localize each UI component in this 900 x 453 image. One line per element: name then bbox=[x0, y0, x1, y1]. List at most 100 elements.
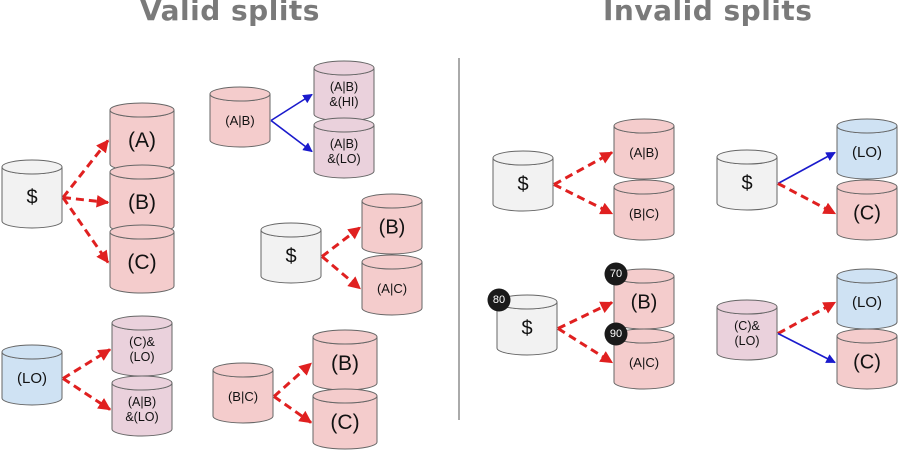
cylinder-v4_root: (LO) bbox=[1, 344, 63, 406]
cylinder-v2_root: (A|B) bbox=[209, 86, 271, 148]
cylinder-top bbox=[209, 86, 271, 102]
cylinder-label: $ bbox=[517, 174, 528, 196]
cylinder-label: &(LO) bbox=[125, 410, 158, 424]
edge-v3_root-to-v3_ac bbox=[321, 255, 361, 290]
cost-badge-circle bbox=[604, 262, 628, 286]
cylinder-label: (C)& bbox=[129, 335, 155, 349]
cylinder-label: (LO) bbox=[130, 350, 155, 364]
cylinder-label: (C)& bbox=[734, 319, 760, 333]
cylinder-top bbox=[109, 102, 175, 118]
cylinder-label: (B) bbox=[379, 217, 406, 239]
cylinder-top bbox=[212, 362, 274, 378]
cylinder-top bbox=[361, 254, 423, 270]
cost-badge: 80 bbox=[487, 288, 511, 312]
cylinder-i3_ac: (A|C)90 bbox=[604, 322, 675, 390]
edge-i3_root-to-i3_b bbox=[557, 301, 614, 330]
cylinder-v3_b: (B) bbox=[361, 193, 423, 255]
edge-i4_root-to-i4_lo bbox=[777, 301, 837, 335]
cylinder-v4_clo: (C)&(LO) bbox=[111, 315, 173, 377]
cylinder-label: (C) bbox=[330, 411, 359, 434]
cylinder-i4_lo: (LO) bbox=[836, 268, 898, 330]
cylinder-v5_root: (B|C) bbox=[212, 362, 274, 424]
cylinder-v2_hi: (A|B)&(HI) bbox=[313, 60, 375, 122]
cylinder-i3_b: (B) 70 bbox=[604, 262, 675, 330]
cylinder-label: (A|B) bbox=[629, 145, 658, 160]
cylinder-label: (C) bbox=[127, 251, 156, 274]
edge-i2_root-to-i2_lo bbox=[777, 151, 836, 185]
nodes-layer: $(A)(B)(C)(A|B)(A|B)&(HI)(A|B)&(LO)$(B)(… bbox=[1, 60, 898, 450]
cylinder-label: (B|C) bbox=[629, 206, 659, 221]
cylinder-top bbox=[109, 164, 175, 180]
cost-badge: 70 bbox=[604, 262, 628, 286]
cylinder-v3_ac: (A|C) bbox=[361, 254, 423, 316]
cylinder-v1_b: (B) bbox=[109, 164, 175, 234]
cylinder-top bbox=[716, 149, 778, 165]
cylinder-top bbox=[836, 328, 898, 344]
cylinder-v5_b: (B) bbox=[312, 329, 378, 391]
cylinder-label: (A|B) bbox=[225, 113, 254, 128]
cylinder-label: (A|C) bbox=[377, 281, 407, 296]
cylinder-i1_ab: (A|B) bbox=[613, 118, 675, 180]
edge-v1_root-to-v1_b bbox=[62, 194, 110, 208]
cylinder-i2_lo: (LO) bbox=[836, 118, 898, 180]
edge-i1_root-to-i1_ab bbox=[553, 151, 614, 186]
cylinder-v1_a: (A) bbox=[109, 102, 175, 172]
edges-layer bbox=[61, 93, 837, 424]
cost-badge-label: 80 bbox=[493, 294, 505, 306]
cylinder-v4_ablo: (A|B)&(LO) bbox=[111, 375, 173, 437]
edge-v2_root-to-v2_lo bbox=[270, 119, 313, 153]
cylinder-label: $ bbox=[521, 318, 532, 340]
cylinder-top bbox=[313, 117, 375, 133]
cylinder-i2_c: (C) bbox=[836, 179, 898, 241]
cylinder-label: $ bbox=[741, 173, 752, 195]
edge-v3_root-to-v3_b bbox=[321, 226, 362, 258]
cylinder-label: (A) bbox=[128, 129, 156, 152]
edge-i1_root-to-i1_bc bbox=[553, 183, 614, 215]
cost-badge-label: 70 bbox=[610, 268, 622, 280]
edge-i3_root-to-i3_ac bbox=[557, 327, 614, 364]
cylinder-top bbox=[613, 118, 675, 134]
cylinder-top bbox=[109, 224, 175, 240]
cylinder-top bbox=[313, 60, 375, 76]
cylinder-label: (B) bbox=[631, 292, 658, 314]
cylinder-label: $ bbox=[285, 246, 296, 268]
cylinder-label: (LO) bbox=[852, 144, 882, 161]
cylinder-top bbox=[613, 179, 675, 195]
edge-i4_root-to-i4_c bbox=[777, 332, 836, 364]
cylinder-top bbox=[716, 299, 778, 315]
cylinder-i1_root: $ bbox=[492, 150, 554, 212]
edge-v4_root-to-v4_ablo bbox=[62, 377, 112, 411]
cylinder-top bbox=[836, 179, 898, 195]
cylinder-i1_bc: (B|C) bbox=[613, 179, 675, 241]
cylinder-v1_root: $ bbox=[1, 159, 63, 229]
cylinder-label: (A|B) bbox=[330, 137, 358, 151]
cylinder-top bbox=[836, 118, 898, 134]
edge-v1_root-to-v1_a bbox=[61, 139, 110, 199]
cylinder-label: (A|B) bbox=[128, 395, 156, 409]
cylinder-top bbox=[361, 193, 423, 209]
cylinder-top bbox=[312, 388, 378, 404]
cylinder-label: &(HI) bbox=[329, 95, 358, 109]
cylinder-top bbox=[312, 329, 378, 345]
cylinder-i4_c: (C) bbox=[836, 328, 898, 390]
cylinder-label: &(LO) bbox=[327, 152, 360, 166]
invalid-splits-heading: Invalid splits bbox=[603, 0, 813, 27]
valid-splits-heading: Valid splits bbox=[140, 0, 320, 27]
cylinder-label: $ bbox=[26, 187, 37, 209]
edge-v5_root-to-v5_c bbox=[273, 395, 313, 424]
cylinder-v5_c: (C) bbox=[312, 388, 378, 450]
cylinder-label: (B) bbox=[331, 352, 359, 375]
cylinder-label: (B) bbox=[128, 191, 156, 214]
cylinder-label: (B|C) bbox=[228, 389, 258, 404]
cylinder-i4_root: (C)&(LO) bbox=[716, 299, 778, 361]
edge-v2_root-to-v2_hi bbox=[270, 93, 313, 122]
cost-badge-circle bbox=[604, 322, 628, 346]
cylinder-label: (LO) bbox=[17, 370, 47, 387]
cylinder-label: (C) bbox=[853, 203, 881, 225]
cylinder-v1_c: (C) bbox=[109, 224, 175, 294]
cylinder-top bbox=[836, 268, 898, 284]
edge-i2_root-to-i2_c bbox=[777, 182, 837, 215]
cost-badge-label: 90 bbox=[610, 328, 622, 340]
cylinder-top bbox=[1, 159, 63, 175]
